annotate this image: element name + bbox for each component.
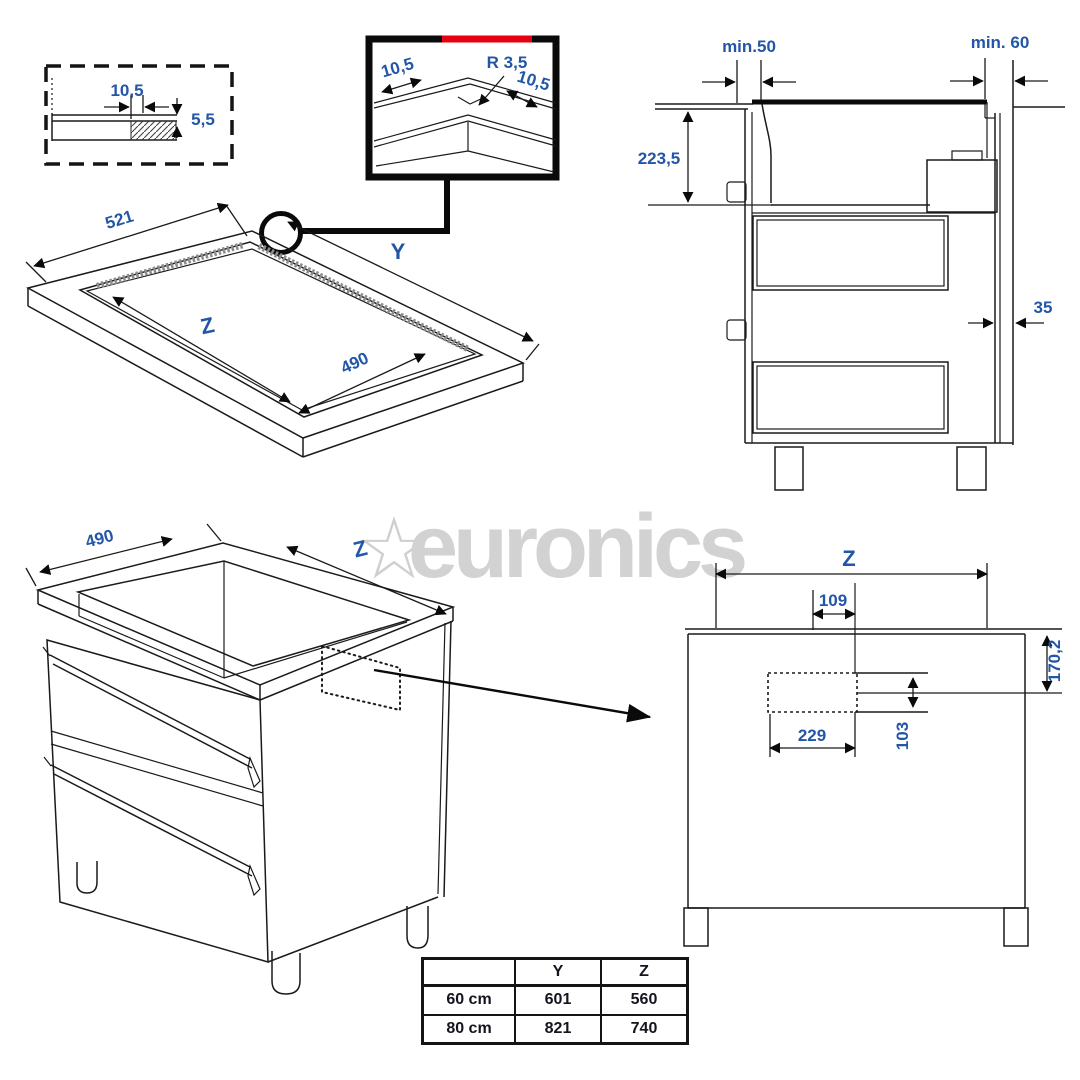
y-value-cell: 821 [514,1013,602,1045]
dim-label-10-5-section: 10,5 [110,81,143,100]
dim-label-170-2: 170,2 [1045,640,1064,683]
dim-label-y-worktop: Y [391,239,406,264]
euronics-logo-text: euronics [408,497,745,597]
dim-label-10-5-left: 10,5 [379,54,416,81]
dim-label-490-cabinet: 490 [83,526,115,552]
size-table-header-blank [421,957,516,987]
size-table-header-row: Y Z [421,957,689,987]
callout-circle [259,211,303,255]
euronics-watermark: ☆ euronics [355,497,750,599]
dim-label-min50: min.50 [722,37,776,56]
dim-label-229: 229 [798,726,826,745]
dim-label-103: 103 [893,722,912,750]
dim-label-z-cabinet: Z [351,535,370,563]
dim-label-radius: R 3,5 [487,53,528,72]
size-table-row-60cm: 60 cm 601 560 [421,984,689,1016]
z-value-cell: 560 [600,984,689,1016]
callout-arrow-to-rear-view [373,668,652,723]
y-value-cell: 601 [514,984,602,1016]
dim-label-min60: min. 60 [971,33,1030,52]
z-value-cell: 740 [600,1013,689,1045]
side-view-figure: min.50 min. 60 223,5 35 [638,33,1065,491]
dim-label-223-5: 223,5 [638,149,681,168]
dim-label-490-worktop: 490 [338,348,372,377]
size-table: Y Z 60 cm 601 560 80 cm 821 740 [421,957,689,1045]
dim-label-5-5-section: 5,5 [191,110,215,129]
size-cell: 80 cm [421,1013,516,1045]
dim-label-10-5-right: 10,5 [515,67,552,95]
junction-box-dashed-outline [767,672,858,713]
size-table-header-z: Z [600,957,689,987]
cross-section-detail-figure: 10,5 5,5 [44,64,234,166]
dim-label-521: 521 [103,207,136,233]
cabinet-iso-figure: 490 Z [25,523,652,995]
junction-box-dotted-outline [321,644,401,712]
size-table-header-y: Y [514,957,602,987]
rear-view-figure: Z 109 103 170,2 229 [683,546,1064,947]
size-table-row-80cm: 80 cm 821 740 [421,1013,689,1045]
dim-label-35: 35 [1034,298,1053,317]
dim-label-z-rear: Z [842,546,855,571]
dim-label-109: 109 [819,591,847,610]
dim-label-z-worktop: Z [198,312,216,339]
size-cell: 60 cm [421,984,516,1016]
corner-detail-figure: 10,5 R 3,5 10,5 [259,35,560,255]
worktop-cutout-figure: 521 Y Z 490 [25,202,540,458]
